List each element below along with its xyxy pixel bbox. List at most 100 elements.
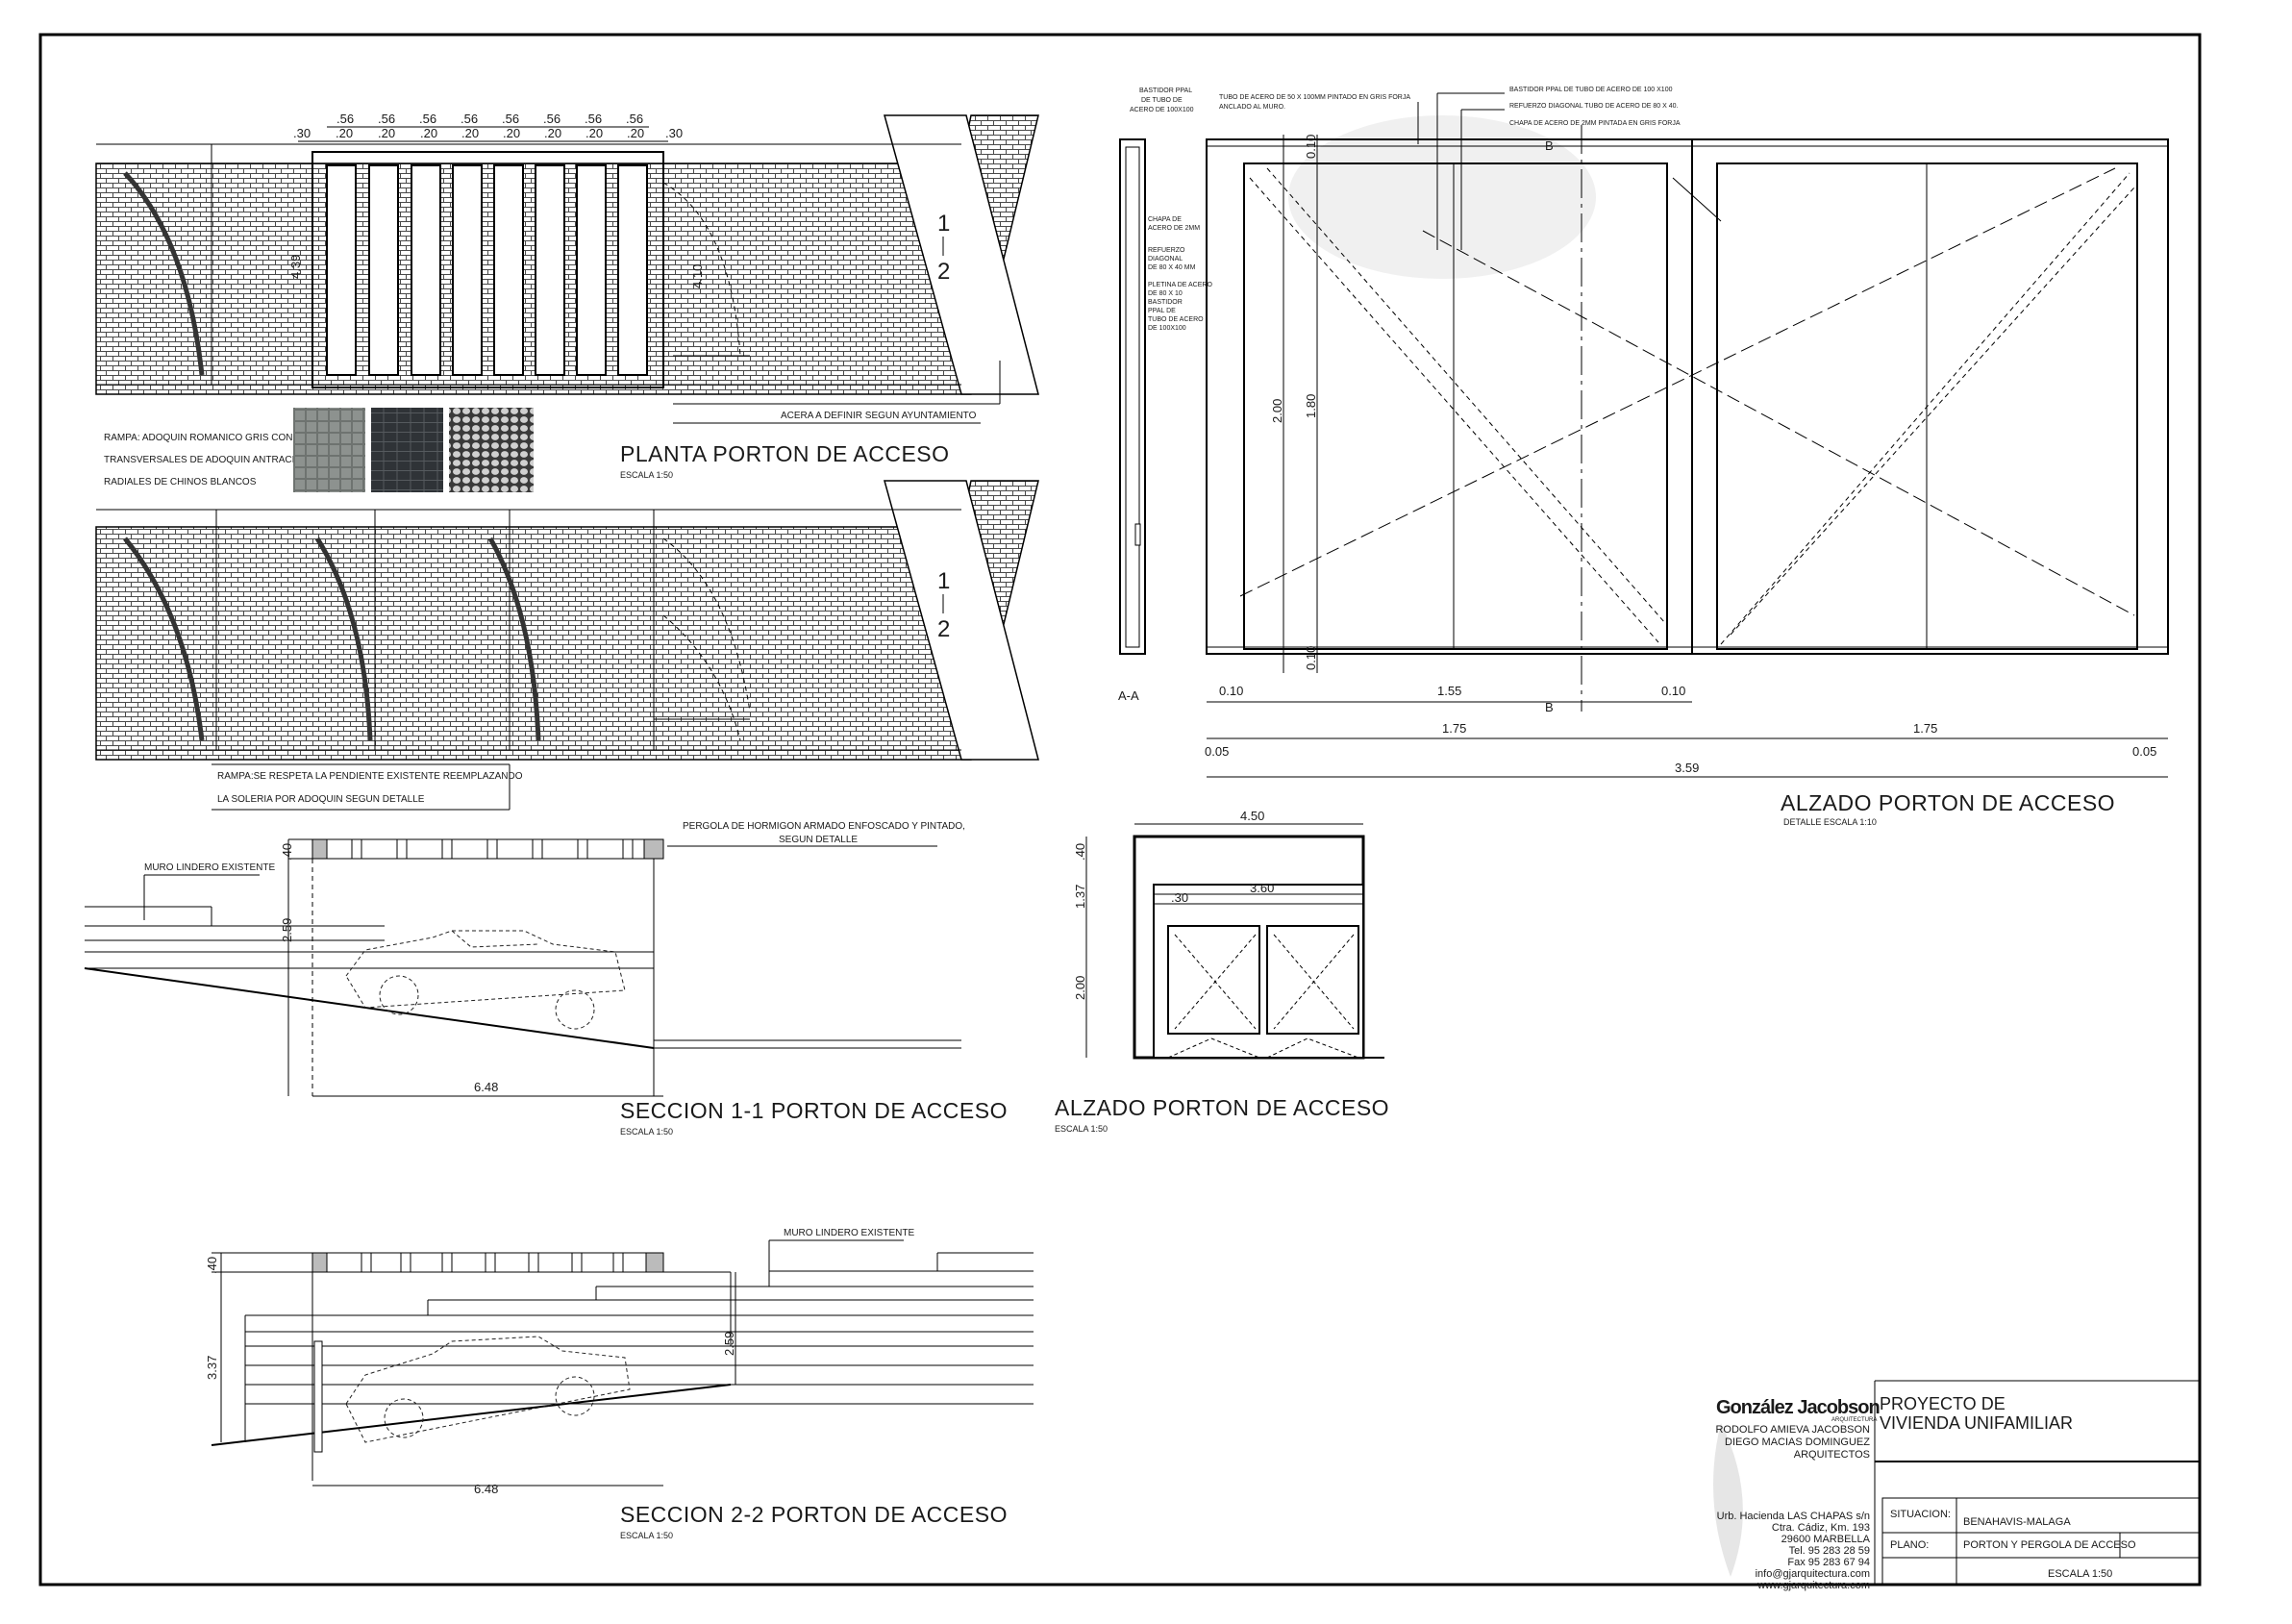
plano-label: PLANO: xyxy=(1890,1539,1929,1551)
address-5: Fax 95 283 67 94 xyxy=(1787,1557,1870,1568)
side-note-11: DE 100X100 xyxy=(1148,325,1186,332)
side-note-10: TUBO DE ACERO xyxy=(1148,316,1204,323)
side-note-8: BASTIDOR xyxy=(1148,299,1183,306)
note-right-2: REFUERZO DIAGONAL TUBO DE ACERO DE 80 X … xyxy=(1509,103,1678,110)
address-2: Ctra. Cádiz, Km. 193 xyxy=(1772,1522,1870,1534)
scale-planta: ESCALA 1:50 xyxy=(620,470,673,480)
plan-view-top: .56 .56 .56 .56 .56 .56 .56 .56 .30 .20 … xyxy=(95,112,1039,424)
title-seccion1: SECCION 1-1 PORTON DE ACCESO xyxy=(620,1098,1008,1123)
side-notes: CHAPA DE ACERO DE 2MM REFUERZO DIAGONAL … xyxy=(1148,216,1212,332)
dim-alz-w1: 4.50 xyxy=(1240,809,1264,823)
note-bastidor-l3: ACERO DE 100X100 xyxy=(1130,107,1194,113)
swatch-gris xyxy=(293,408,365,492)
side-note-6: PLETINA DE ACERO xyxy=(1148,282,1212,288)
dim-plan-left: 4.39 xyxy=(288,255,303,279)
dim-sec1-h1: .40 xyxy=(280,843,294,861)
address-6: info@gjarquitectura.com xyxy=(1756,1568,1870,1580)
note-rampa2-line1: RAMPA:SE RESPETA LA PENDIENTE EXISTENTE … xyxy=(217,771,523,782)
label-b-bottom: B xyxy=(1545,700,1554,714)
project-line-1: PROYECTO DE xyxy=(1880,1394,2006,1413)
note-bastidor-l1: BASTIDOR PPAL xyxy=(1139,87,1192,94)
label-aa: A-A xyxy=(1118,688,1139,703)
firm-logo: González Jacobson xyxy=(1716,1397,1880,1418)
dim-gap-5: .20 xyxy=(461,126,479,140)
situacion-value: BENAHAVIS-MALAGA xyxy=(1963,1516,2071,1528)
address-4: Tel. 95 283 28 59 xyxy=(1789,1545,1870,1557)
architect-2: DIEGO MACIAS DOMINGUEZ xyxy=(1725,1437,1870,1448)
dim-big-end1: 0.05 xyxy=(1205,744,1229,759)
dim-big-b2: 1.55 xyxy=(1437,684,1461,698)
note-rampa2-line2: LA SOLERIA POR ADOQUIN SEGUN DETALLE xyxy=(217,794,425,805)
dim-big-vbot: 0.10 xyxy=(1304,646,1318,670)
dim-sec1-w: 6.48 xyxy=(474,1080,498,1094)
dim-plan-7: .56 xyxy=(585,112,602,126)
situacion-label: SITUACION: xyxy=(1890,1509,1951,1520)
project-line-2: VIVIENDA UNIFAMILIAR xyxy=(1880,1413,2073,1433)
dim-gap-8: .20 xyxy=(585,126,603,140)
dim-plan-1: .56 xyxy=(336,112,354,126)
dim-alz-h1: .40 xyxy=(1073,843,1087,861)
section-1-1: MURO LINDERO EXISTENTE PERGOLA DE HORMIG… xyxy=(84,821,965,1097)
dim-big-total: 3.59 xyxy=(1675,761,1699,775)
side-note-4: DIAGONAL xyxy=(1148,256,1183,262)
dim-big-vmid2: 1.80 xyxy=(1304,394,1318,418)
dim-plan-2: .56 xyxy=(378,112,395,126)
faded-watermark-shape xyxy=(1288,115,1596,279)
note-bastidor-l2: DE TUBO DE xyxy=(1141,97,1183,104)
label-b-top: B xyxy=(1545,138,1554,153)
architect-3: ARQUITECTOS xyxy=(1794,1449,1870,1461)
note-acera: ACERA A DEFINIR SEGUN AYUNTAMIENTO xyxy=(781,411,977,421)
car-illustration-1 xyxy=(345,930,626,1030)
section-mark-1a: 1 xyxy=(937,211,950,237)
dim-sec2-w: 6.48 xyxy=(474,1482,498,1496)
side-note-3: REFUERZO xyxy=(1148,247,1185,254)
side-note-1: CHAPA DE xyxy=(1148,216,1182,223)
dim-big-half1: 1.75 xyxy=(1442,721,1466,736)
note-right-1: BASTIDOR PPAL DE TUBO DE ACERO DE 100 X1… xyxy=(1509,87,1673,93)
dim-big-vtop: 0.10 xyxy=(1304,135,1318,159)
note-pergola-l1: PERGOLA DE HORMIGON ARMADO ENFOSCADO Y P… xyxy=(683,821,965,832)
dim-gap-2: .20 xyxy=(336,126,353,140)
title-seccion2: SECCION 2-2 PORTON DE ACCESO xyxy=(620,1502,1008,1527)
dim-alz-h2: 1.37 xyxy=(1073,885,1087,909)
address-7: www.gjarquitectura.com xyxy=(1756,1580,1870,1591)
note-pergola-l2: SEGUN DETALLE xyxy=(779,835,858,845)
dim-gap-1: .30 xyxy=(293,126,311,140)
note-tubo-l2: ANCLADO AL MURO. xyxy=(1219,104,1285,111)
dim-sec2-h1: .40 xyxy=(205,1257,219,1274)
dim-gap-4: .20 xyxy=(420,126,437,140)
scale-seccion2: ESCALA 1:50 xyxy=(620,1531,673,1540)
dim-gap-6: .20 xyxy=(503,126,520,140)
title-alzado-big: ALZADO PORTON DE ACCESO xyxy=(1781,790,2115,815)
dim-alz-h3: 2.00 xyxy=(1073,976,1087,1000)
swatch-antracita xyxy=(371,408,443,492)
side-note-2: ACERO DE 2MM xyxy=(1148,225,1200,232)
dim-gap-10: .30 xyxy=(665,126,683,140)
dim-plan-5: .56 xyxy=(502,112,519,126)
address-1: Urb. Hacienda LAS CHAPAS s/n xyxy=(1717,1511,1870,1522)
title-planta: PLANTA PORTON DE ACCESO xyxy=(620,441,950,466)
architect-1: RODOLFO AMIEVA JACOBSON xyxy=(1715,1424,1870,1436)
rampa-materials: RAMPA: ADOQUIN ROMANICO GRIS CON TRANSVE… xyxy=(104,408,534,492)
dim-plan-right: 4.10 xyxy=(690,264,705,288)
dim-plan-8: .56 xyxy=(626,112,643,126)
section-mark-1b: 1 xyxy=(937,568,950,594)
note-muro1: MURO LINDERO EXISTENTE xyxy=(144,862,275,873)
note-rampa1-line3: RADIALES DE CHINOS BLANCOS xyxy=(104,477,257,487)
escala-value: ESCALA 1:50 xyxy=(2048,1568,2112,1580)
dim-sec2-h2: 3.37 xyxy=(205,1356,219,1380)
scale-alzado-big: DETALLE ESCALA 1:10 xyxy=(1783,817,1877,827)
dim-gap-3: .20 xyxy=(378,126,395,140)
elevation-small: 4.50 3.60 .30 .40 1.37 2.00 xyxy=(1073,809,1384,1060)
plan-gate-bars xyxy=(326,164,648,376)
side-note-5: DE 80 X 40 MM xyxy=(1148,264,1196,271)
note-muro2: MURO LINDERO EXISTENTE xyxy=(784,1228,914,1238)
dim-plan-4: .56 xyxy=(461,112,478,126)
note-tubo-l1: TUBO DE ACERO DE 50 X 100MM PINTADO EN G… xyxy=(1219,94,1410,101)
firm-logo-sub: ARQUITECTURA xyxy=(1831,1417,1877,1423)
firm-leaf-mark xyxy=(1713,1423,1743,1577)
side-note-9: PPAL DE xyxy=(1148,308,1176,314)
address-3: 29600 MARBELLA xyxy=(1781,1534,1871,1545)
